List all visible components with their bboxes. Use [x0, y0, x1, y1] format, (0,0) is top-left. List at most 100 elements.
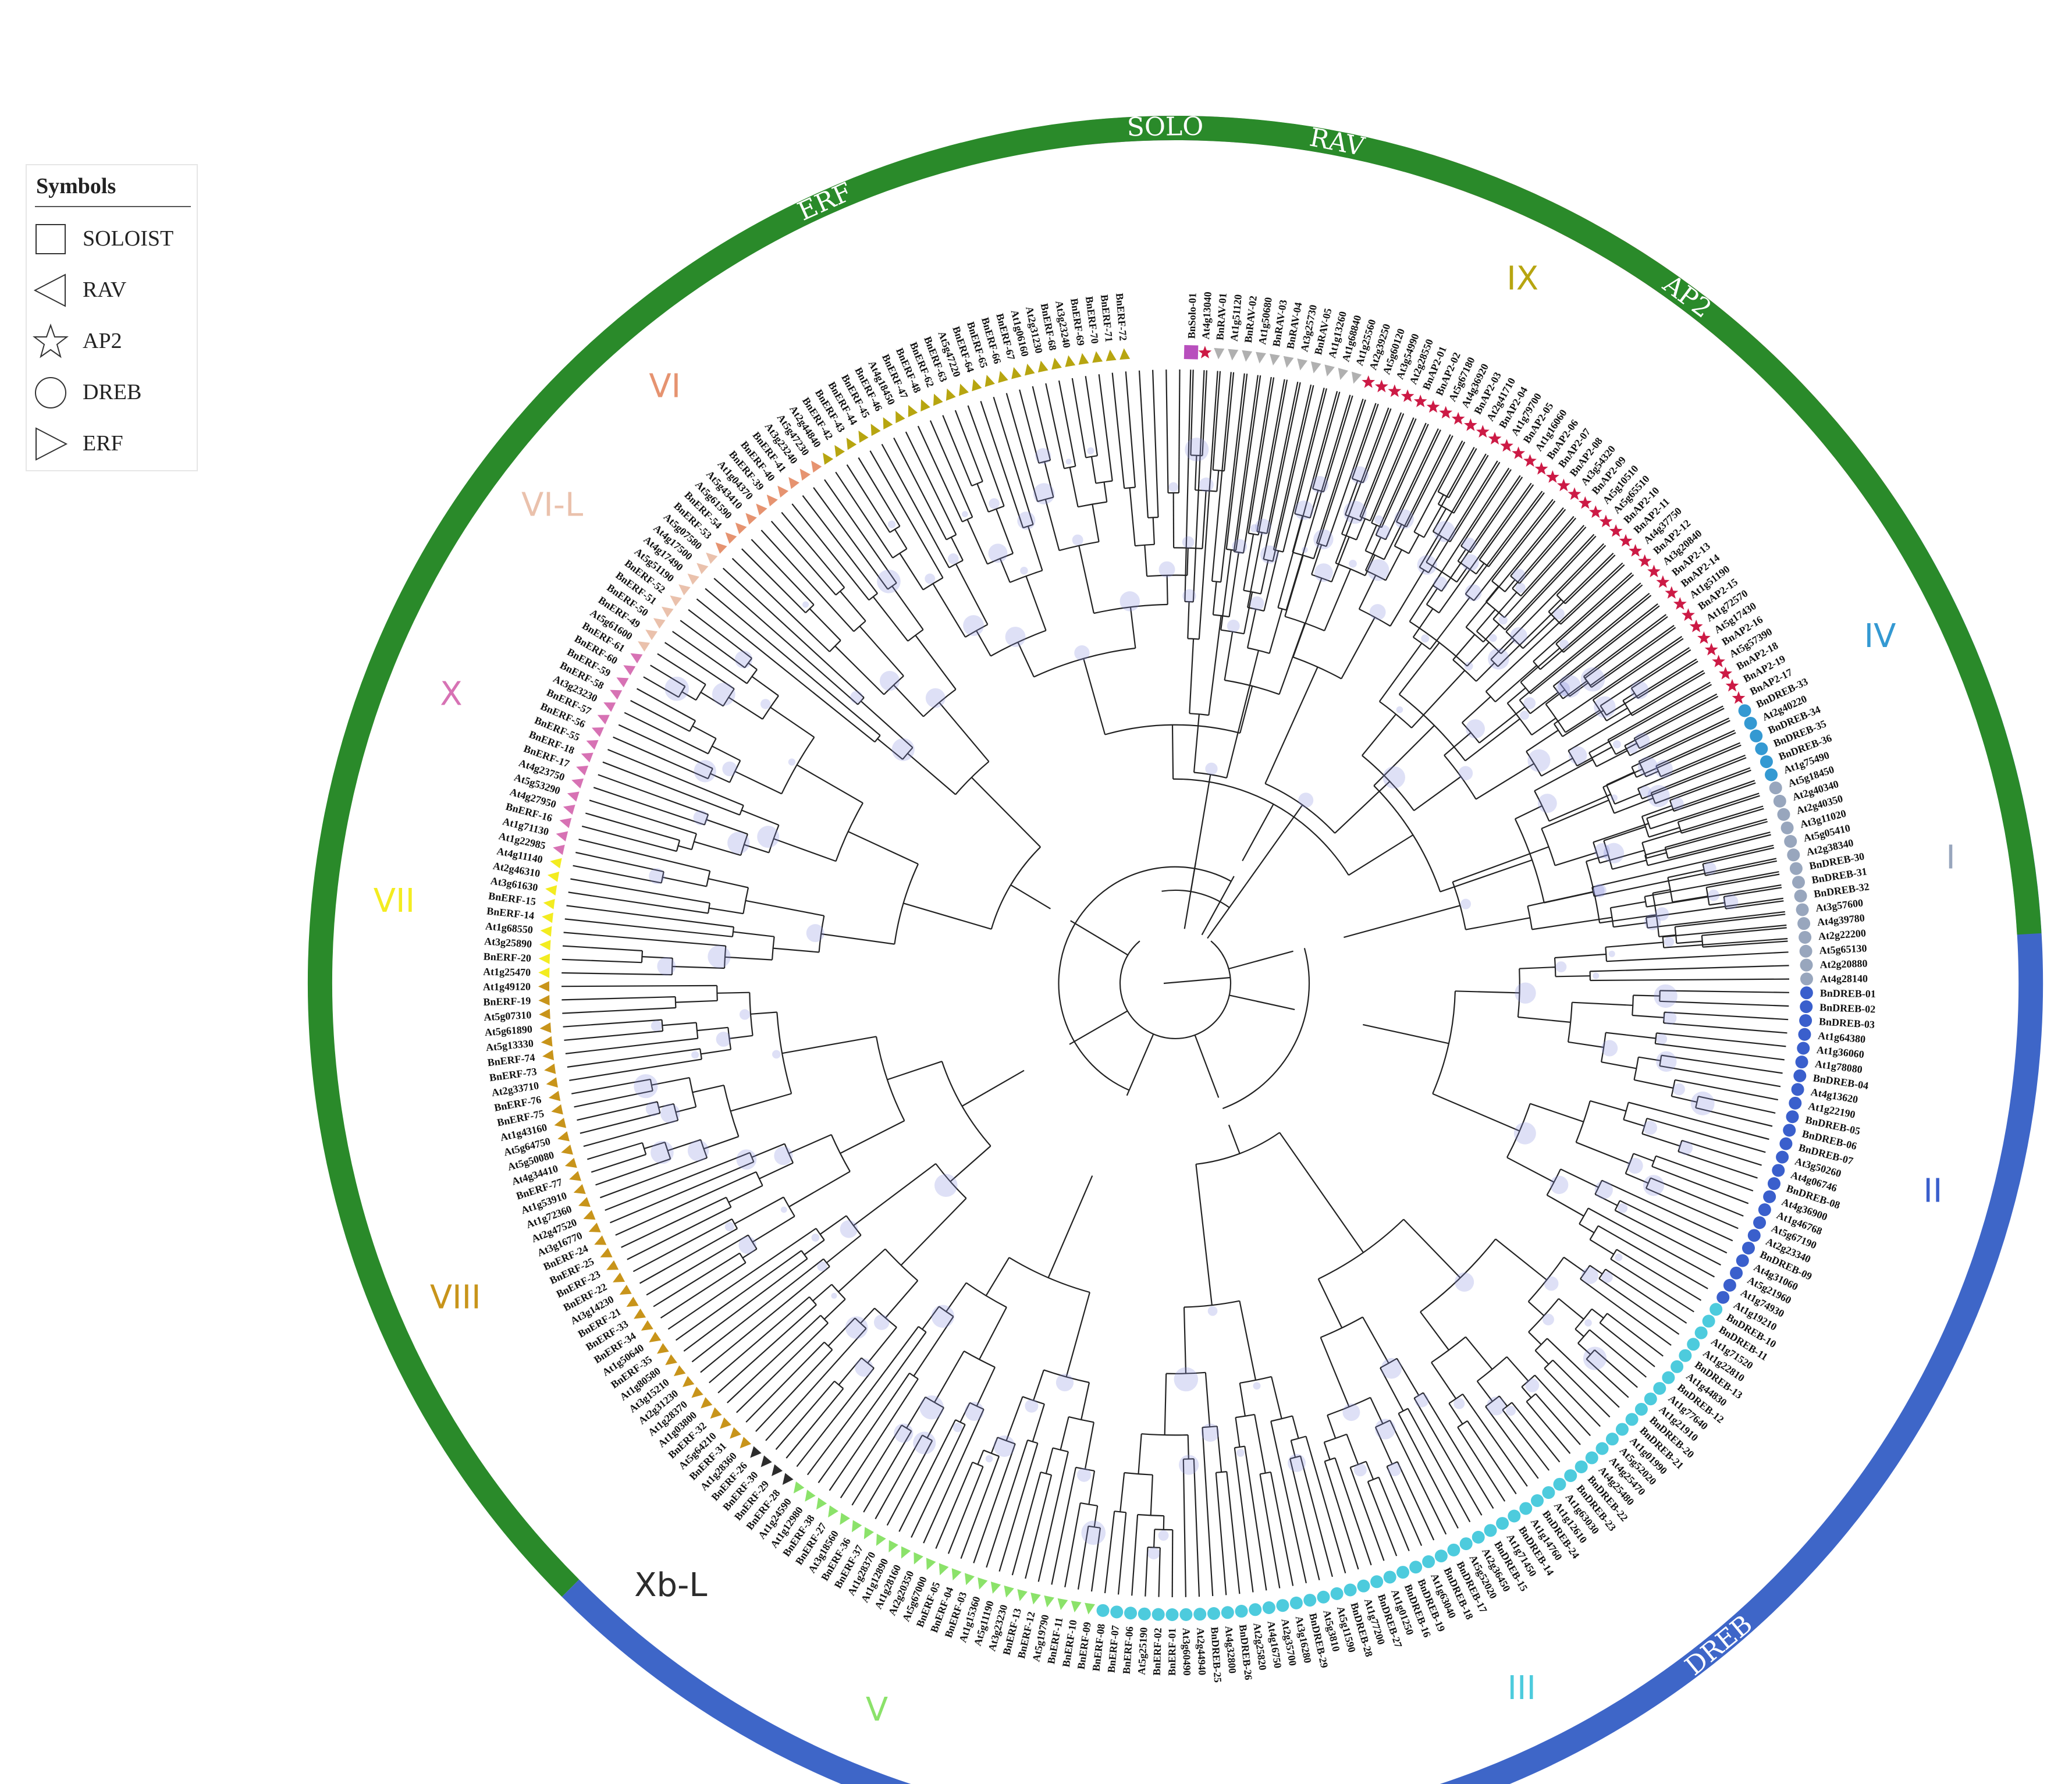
bootstrap-bubble	[1464, 662, 1473, 671]
family-label: ERF	[794, 177, 856, 227]
leaf-label: At5g25190	[1136, 1627, 1150, 1675]
erf-marker	[1025, 363, 1035, 376]
leaf-label: BnERF-71	[1099, 294, 1115, 343]
soloist-marker	[1184, 345, 1199, 360]
dreb-marker	[1723, 1278, 1736, 1292]
clade-label: II	[1923, 1172, 1942, 1210]
bootstrap-bubble	[1537, 794, 1557, 813]
leaf-label: At1g51120	[1228, 294, 1244, 342]
erf-marker	[678, 584, 691, 596]
dreb-marker	[1330, 1587, 1344, 1600]
erf-marker	[591, 727, 604, 737]
rav-marker	[1242, 350, 1253, 362]
erf-marker	[543, 898, 555, 909]
bootstrap-bubble	[1350, 466, 1369, 484]
leaf-label: BnERF-06	[1121, 1626, 1136, 1674]
leaf-label: BnDREB-25	[1209, 1626, 1224, 1683]
bootstrap-bubble	[1613, 740, 1621, 749]
dreb-marker	[1769, 781, 1782, 795]
erf-marker	[710, 1407, 722, 1419]
dreb-marker	[1796, 903, 1809, 916]
dreb-marker	[1791, 1083, 1804, 1096]
erf-marker	[965, 1573, 975, 1586]
bootstrap-bubble	[687, 1140, 709, 1161]
erf-marker	[1057, 1598, 1068, 1611]
bootstrap-bubble	[1489, 634, 1497, 642]
ap2-marker	[1638, 554, 1652, 567]
bootstrap-bubble	[806, 924, 824, 943]
rav-marker	[1351, 371, 1362, 384]
erf-marker	[610, 690, 623, 700]
dreb-marker	[1760, 755, 1773, 769]
bootstrap-bubble	[1640, 786, 1651, 797]
ap2-marker	[1725, 678, 1739, 692]
erf-marker	[828, 1505, 839, 1518]
dreb-marker	[1179, 1608, 1193, 1621]
bootstrap-bubble	[1314, 563, 1333, 582]
leaf-label: At1g49120	[483, 980, 531, 992]
bootstrap-bubble	[1615, 1253, 1623, 1261]
erf-marker	[603, 702, 616, 712]
leaf-label: BnERF-74	[487, 1051, 536, 1068]
dreb-marker	[1262, 1601, 1275, 1615]
erf-marker	[586, 740, 599, 750]
dreb-marker	[1800, 958, 1813, 972]
bootstrap-bubble	[780, 1206, 787, 1213]
erf-marker	[645, 630, 658, 641]
bootstrap-bubble	[1559, 639, 1569, 649]
dreb-marker	[1789, 862, 1803, 875]
erf-marker	[972, 379, 982, 392]
bootstrap-bubble	[817, 1261, 827, 1271]
erf-marker	[756, 503, 767, 516]
ap2-marker	[1704, 642, 1718, 656]
erf-marker	[1106, 349, 1117, 361]
dreb-marker	[1289, 1596, 1303, 1609]
bootstrap-bubble	[1637, 756, 1658, 777]
clade-label: X	[440, 676, 462, 713]
ap2-marker	[1464, 418, 1477, 431]
leaf-label: At4g13040	[1200, 292, 1214, 340]
family-arc-erf	[307, 115, 2042, 1597]
leaf-label: BnDREB-01	[1820, 987, 1876, 1000]
bootstrap-bubble	[738, 1236, 756, 1255]
bootstrap-bubble	[1594, 843, 1610, 859]
dreb-marker	[1750, 729, 1763, 742]
dreb-marker	[1662, 1371, 1675, 1384]
dreb-marker	[1357, 1579, 1370, 1593]
leaf-label: BnERF-07	[1106, 1625, 1122, 1673]
erf-marker	[1044, 1595, 1054, 1608]
leaf-label: At4g28140	[1820, 973, 1868, 985]
bootstrap-bubble	[802, 601, 809, 608]
ap2-marker	[1588, 505, 1602, 518]
leaf-label: BnSolo-01	[1186, 293, 1199, 339]
dreb-marker	[1472, 1530, 1485, 1544]
erf-marker	[701, 1397, 713, 1409]
erf-marker	[730, 1427, 741, 1439]
dreb-marker	[1787, 848, 1800, 862]
erf-marker	[691, 1387, 703, 1398]
erf-marker	[914, 1552, 923, 1565]
dreb-marker	[1165, 1608, 1179, 1621]
dreb-marker	[1221, 1606, 1234, 1619]
dreb-marker	[1615, 1423, 1629, 1436]
erf-marker	[588, 1222, 601, 1232]
erf-marker	[805, 1490, 816, 1502]
ap2-marker	[1426, 400, 1440, 413]
dreb-marker	[1409, 1561, 1423, 1574]
erf-marker	[578, 1197, 591, 1207]
dreb-marker	[1564, 1469, 1577, 1483]
bootstrap-bubble	[1703, 862, 1716, 875]
dreb-marker	[1235, 1605, 1248, 1618]
erf-marker	[561, 1145, 573, 1155]
dreb-marker	[1519, 1502, 1533, 1515]
bootstrap-bubble	[850, 691, 863, 704]
dreb-marker	[1710, 1303, 1723, 1316]
erf-marker	[706, 552, 718, 564]
erf-marker	[951, 1568, 962, 1581]
leaf-label: BnDREB-26	[1237, 1624, 1254, 1681]
rav-marker	[1283, 356, 1294, 368]
bootstrap-bubble	[1178, 1455, 1199, 1475]
erf-marker	[538, 981, 550, 992]
legend-item-erf: ERF	[33, 420, 190, 467]
bootstrap-bubble	[1618, 1203, 1628, 1213]
